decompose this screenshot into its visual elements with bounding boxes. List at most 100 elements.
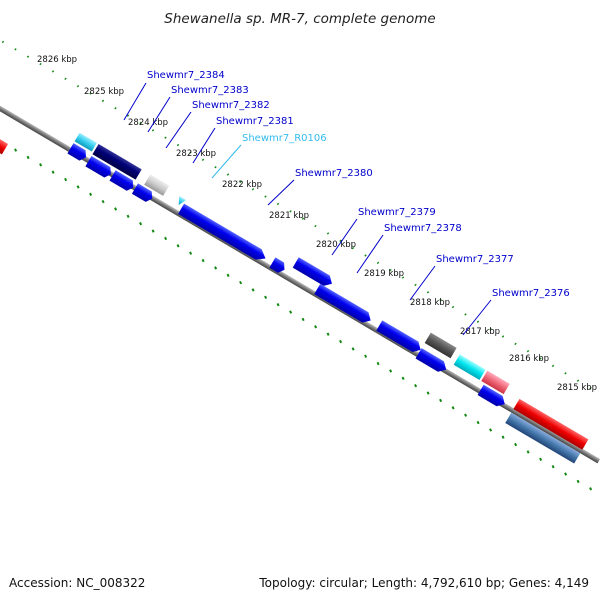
gene-shewmr7-2379[interactable]	[269, 257, 287, 274]
gene-shewmr7-2378[interactable]	[292, 257, 335, 289]
ring-dot	[326, 232, 330, 235]
ring-dot	[126, 214, 130, 219]
ring-dot	[64, 77, 67, 80]
gene-label[interactable]: Shewmr7_R0106	[242, 133, 327, 144]
ring-dot	[89, 192, 93, 196]
gene-label-leader	[331, 218, 358, 256]
ring-dot	[389, 269, 392, 272]
ring-dot	[114, 207, 118, 211]
ring-dot	[364, 354, 368, 358]
ring-dot	[576, 379, 580, 382]
ring-dot	[376, 361, 380, 366]
gene-label[interactable]: Shewmr7_2376	[492, 288, 570, 299]
gene-blue-small-2[interactable]	[85, 156, 113, 180]
ring-dot	[339, 339, 343, 344]
ring-dot	[1, 40, 5, 44]
ring-dot	[351, 347, 355, 351]
gene-cyan[interactable]	[453, 354, 486, 380]
gene-label[interactable]: Shewmr7_2381	[216, 116, 294, 127]
ring-dot	[351, 246, 355, 250]
gene-label[interactable]: Shewmr7_2383	[171, 85, 249, 96]
kbp-tick-label: 2824 kbp	[128, 118, 168, 128]
ring-dot	[564, 372, 567, 375]
gene-blue-lower-1[interactable]	[415, 348, 450, 375]
ring-dot	[214, 266, 218, 270]
ring-dot	[501, 435, 505, 439]
ring-dot	[14, 148, 18, 152]
ring-dot	[189, 251, 193, 255]
ring-dot	[176, 143, 180, 147]
gene-label[interactable]: Shewmr7_2377	[436, 254, 514, 265]
gene-label-leader	[409, 265, 436, 301]
gene-shewmr7-2384[interactable]	[74, 132, 97, 152]
gene-blue-small-4[interactable]	[131, 183, 155, 203]
ring-dot	[476, 420, 480, 425]
kbp-tick-label: 2825 kbp	[84, 87, 124, 97]
ring-dot	[114, 107, 117, 110]
ring-dot	[464, 313, 467, 316]
ring-dot	[139, 121, 142, 125]
ring-dot	[176, 244, 180, 248]
ring-dot	[276, 303, 280, 307]
gene-label[interactable]: Shewmr7_2380	[295, 168, 373, 179]
kbp-tick-label: 2822 kbp	[222, 180, 262, 190]
ring-dot	[89, 92, 92, 95]
ring-dot	[564, 472, 568, 476]
gene-blue-small-3[interactable]	[109, 170, 137, 193]
gene-steel-right[interactable]	[505, 412, 581, 464]
kbp-tick-label: 2815 kbp	[557, 383, 597, 393]
gene-shewmr7-2381[interactable]	[144, 174, 170, 196]
kbp-tick-label: 2826 kbp	[37, 55, 77, 65]
ring-dot	[414, 384, 418, 388]
ring-dot	[514, 442, 518, 447]
gene-label[interactable]: Shewmr7_2379	[358, 207, 436, 218]
gene-dark-gray[interactable]	[424, 332, 457, 359]
gene-label[interactable]: Shewmr7_2382	[192, 100, 270, 111]
ring-dot	[376, 261, 380, 265]
ring-dot	[214, 165, 217, 169]
gene-label[interactable]: Shewmr7_2384	[147, 70, 225, 81]
ring-dot	[401, 276, 405, 279]
gene-blue-small-1[interactable]	[67, 143, 89, 162]
ring-dot	[501, 335, 505, 338]
gene-pink[interactable]	[481, 370, 510, 395]
ring-dot	[464, 413, 468, 417]
ring-dot	[51, 170, 55, 174]
ring-dot	[489, 428, 493, 432]
ring-dot	[514, 342, 517, 346]
ring-dot	[364, 254, 367, 257]
ring-dot	[14, 48, 17, 51]
ring-dot	[389, 369, 393, 373]
ring-dot	[26, 55, 30, 58]
ring-dot	[526, 450, 530, 454]
gene-label-leader	[165, 111, 192, 149]
gene-shewmr7-2376[interactable]	[376, 320, 423, 355]
ring-dot	[301, 317, 305, 322]
gene-shewmr7-2383[interactable]	[92, 143, 142, 180]
gene-shewmr7-r0106[interactable]	[175, 196, 187, 207]
gene-blue-lower-2[interactable]	[477, 384, 508, 410]
ring-dot	[414, 283, 417, 287]
gene-labels: Shewmr7_2384Shewmr7_2383Shewmr7_2382Shew…	[123, 70, 570, 336]
ring-dot	[226, 273, 230, 277]
gene-label[interactable]: Shewmr7_2378	[384, 223, 462, 234]
kbp-tick-label: 2816 kbp	[509, 354, 549, 364]
ring-dot	[451, 406, 455, 410]
gene-shewmr7-2380[interactable]	[178, 203, 269, 264]
ring-dot	[576, 479, 580, 484]
outer-dotted-ring	[1, 40, 592, 390]
gene-shewmr7-2377[interactable]	[314, 283, 374, 326]
ring-dot	[251, 288, 255, 292]
ring-dot	[489, 327, 492, 331]
ring-dot	[239, 280, 243, 285]
gene-red-right[interactable]	[513, 398, 589, 450]
kbp-tick-label: 2820 kbp	[316, 240, 356, 250]
ring-dot	[101, 99, 105, 103]
accession-text: Accession: NC_008322	[9, 576, 146, 590]
ring-dot	[26, 155, 30, 160]
ring-dot	[101, 199, 105, 204]
kbp-tick-label: 2819 kbp	[364, 269, 404, 279]
gene-label-leader	[267, 179, 295, 206]
